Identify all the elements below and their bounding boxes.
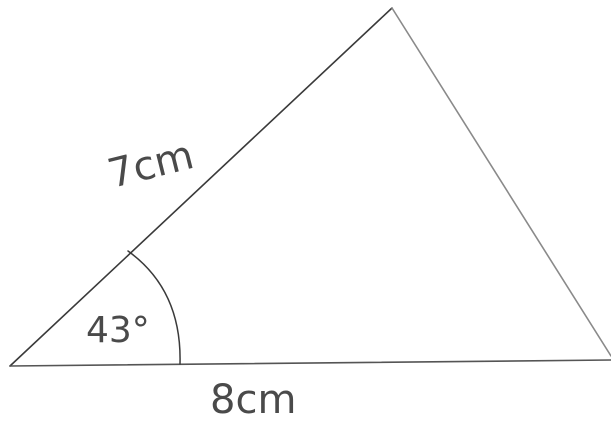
side-bottom-label: 8cm — [210, 377, 296, 421]
angle-label: 43° — [86, 310, 150, 351]
side-bottom-line — [9, 359, 611, 367]
side-left-line — [9, 7, 393, 367]
angle-arc — [127, 250, 181, 365]
side-right-line — [391, 7, 611, 357]
side-left-label: 7cm — [103, 132, 198, 198]
